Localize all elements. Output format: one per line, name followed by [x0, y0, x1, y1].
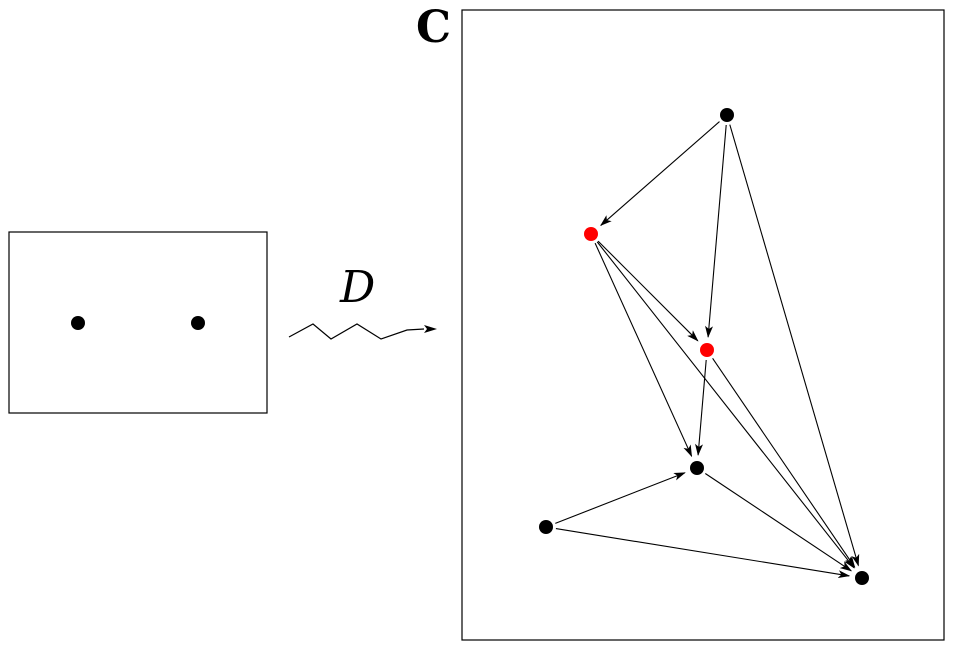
source-node-left-node — [71, 316, 85, 330]
target-node-bottom — [855, 571, 869, 585]
edge-top-to-red-lower — [705, 124, 727, 338]
edge-middle-to-bottom — [704, 473, 853, 572]
edge-top-to-red-upper — [600, 121, 720, 227]
target-node-red-upper — [584, 227, 598, 241]
edge-red-upper-to-bottom — [596, 241, 855, 569]
edge-red-upper-to-red-lower — [597, 240, 699, 342]
target-graph-frame — [461, 9, 945, 641]
source-node-right-node — [191, 316, 205, 330]
target-node-top — [720, 108, 734, 122]
edge-left-to-bottom — [555, 528, 851, 579]
target-graph-nodes — [539, 108, 869, 585]
edge-left-to-middle — [555, 472, 686, 524]
panel-label: C — [416, 2, 452, 53]
edge-red-lower-to-bottom — [712, 357, 856, 569]
edge-red-upper-to-middle — [594, 242, 693, 458]
edge-red-lower-to-middle — [695, 359, 707, 456]
source-graph-frame — [8, 231, 268, 414]
target-node-left — [539, 520, 553, 534]
target-graph-edges — [555, 121, 860, 579]
edge-top-to-bottom — [729, 124, 860, 567]
map-arrow — [288, 323, 425, 340]
map-arrowhead — [424, 325, 437, 333]
source-graph-nodes — [71, 316, 205, 330]
target-node-middle — [690, 461, 704, 475]
target-node-red-lower — [700, 343, 714, 357]
map-label: D — [340, 262, 376, 313]
